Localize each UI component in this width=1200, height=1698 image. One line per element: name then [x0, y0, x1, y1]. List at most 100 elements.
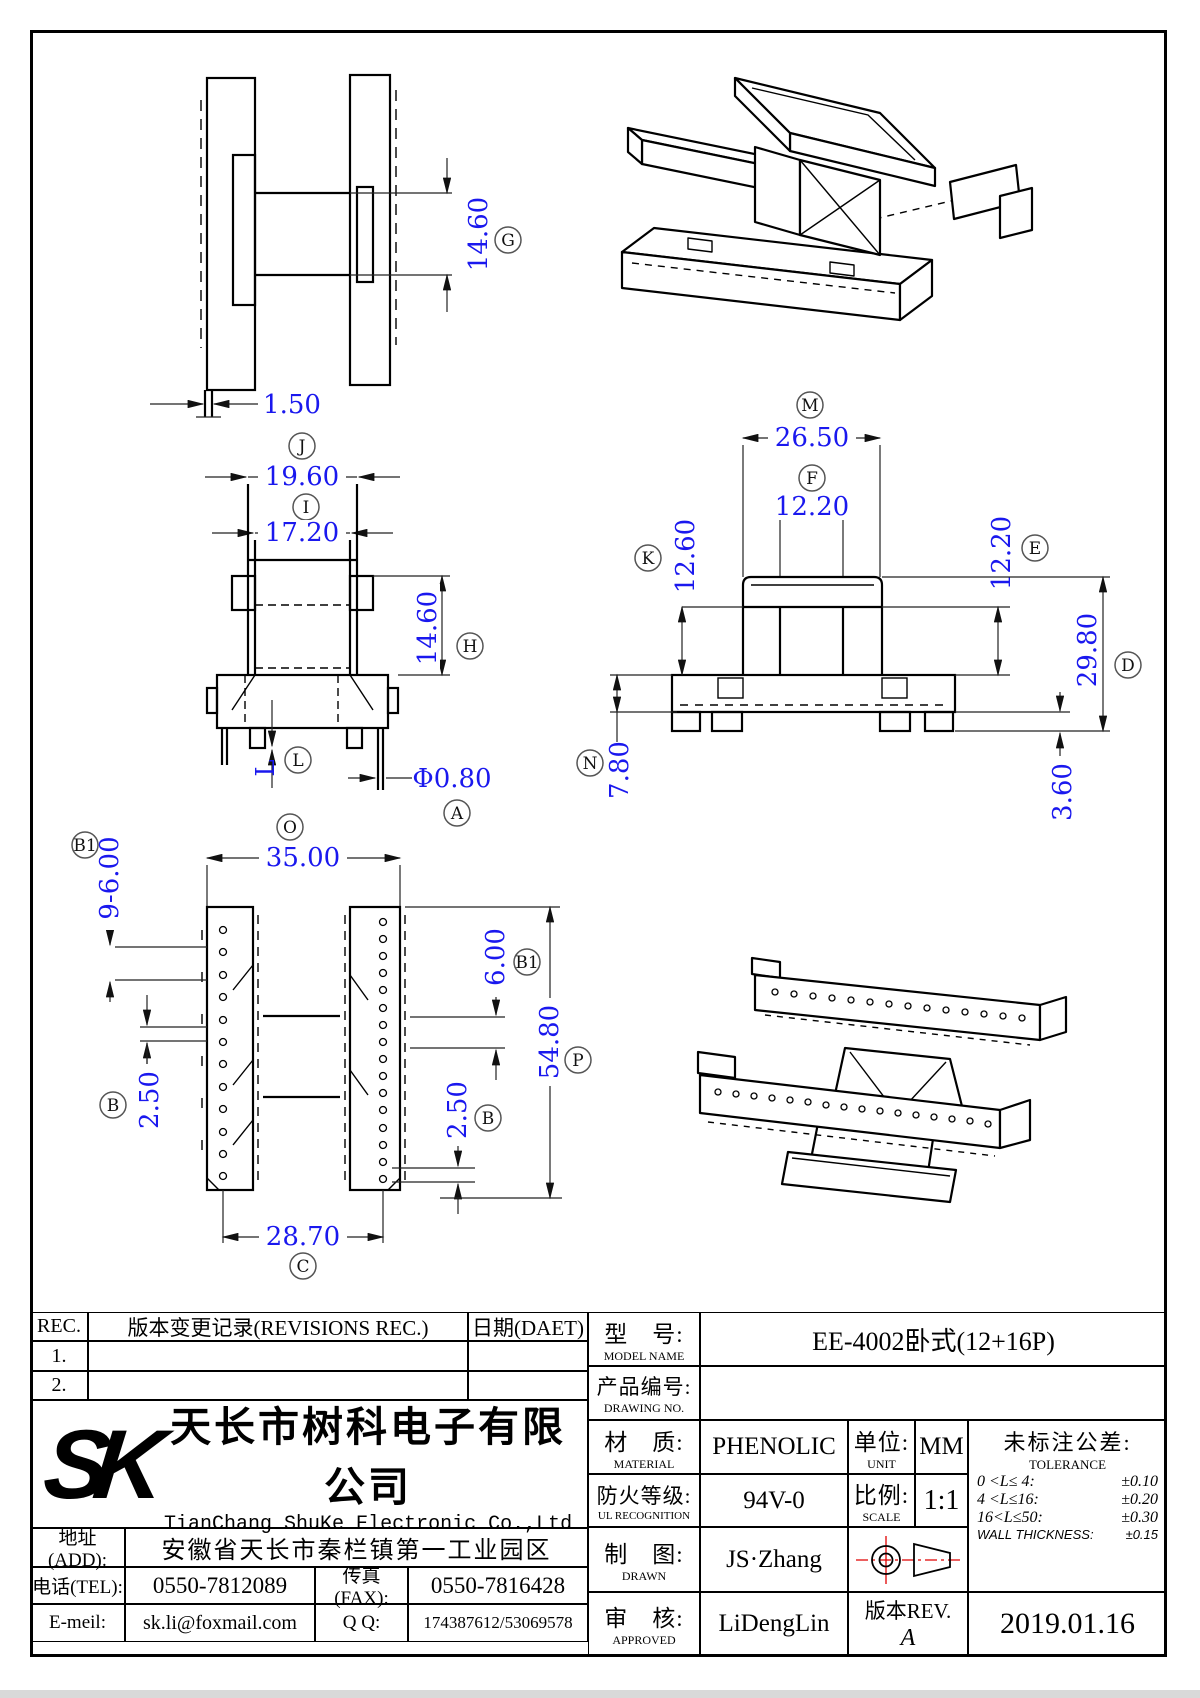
address-label: 地址(ADD): — [30, 1528, 125, 1571]
dim-text: 19.60 — [265, 462, 339, 492]
material-label: 材 质: MATERIAL — [588, 1420, 700, 1474]
front-view-right: M 26.50 F 12.20 — [576, 391, 1142, 828]
model-label: 型 号: MODEL NAME — [588, 1312, 700, 1366]
drawn-label: 制 图: DRAWN — [588, 1527, 700, 1592]
revision-row2-desc[interactable] — [88, 1371, 468, 1400]
dim-text: 7.80 — [605, 741, 635, 799]
drawing-no-value[interactable] — [700, 1366, 1167, 1420]
tel-label: 电话(TEL): — [30, 1567, 125, 1604]
qq-value: 174387612/53069578 — [408, 1604, 588, 1642]
dim-text: Φ0.80 — [412, 764, 491, 794]
unit-label-cn: 单位: — [853, 1429, 910, 1455]
tolerance-title-en: TOLERANCE — [1028, 1457, 1107, 1472]
drawing-no-label-en: DRAWING NO. — [603, 1400, 685, 1415]
dim-total-height: 29.80 D — [882, 575, 1142, 733]
unit-label-en: UNIT — [867, 1456, 896, 1471]
date-value: 2019.01.16 — [968, 1592, 1167, 1655]
dim-text: L — [251, 759, 281, 776]
rev-label: 版本REV. — [864, 1599, 952, 1623]
dim-text: 17.20 — [265, 518, 339, 548]
tol-value: ±0.10 — [1121, 1473, 1158, 1490]
approved-label: 审 核: APPROVED — [588, 1592, 700, 1655]
dim-text: 9-6.00 — [95, 836, 125, 919]
tol-value: ±0.30 — [1121, 1509, 1158, 1526]
dim-foot-height: 3.60 — [955, 692, 1078, 828]
ref-label-B1: B1 — [73, 836, 96, 856]
tol-range: 4 <L≤16: — [977, 1491, 1039, 1508]
dim-text: 2.50 — [135, 1071, 165, 1129]
dim-text: 6.00 — [481, 928, 511, 986]
revision-row1-desc[interactable] — [88, 1341, 468, 1371]
drawing-no-label: 产品编号: DRAWING NO. — [588, 1366, 700, 1420]
pin-holes-3d-near — [714, 1088, 992, 1128]
ref-label-K: K — [642, 549, 655, 569]
projection-symbol — [856, 1535, 962, 1584]
tolerance-box: 未标注公差: TOLERANCE 0 <L≤ 4: ±0.10 4 <L≤16:… — [968, 1420, 1167, 1592]
fax-label: 传真(FAX): — [315, 1566, 408, 1609]
email-label: E-meil: — [30, 1604, 125, 1642]
pin-holes-3d-far — [771, 988, 1026, 1022]
drawn-value: JS·Zhang — [700, 1527, 848, 1592]
rev-value: A — [900, 1625, 916, 1651]
ref-label-D: D — [1121, 656, 1135, 676]
ref-label-J: J — [297, 437, 306, 457]
dim-text: 26.50 — [775, 423, 849, 453]
revision-cell: 版本REV. A — [848, 1592, 968, 1655]
dim-outer-width: 19.60 — [205, 462, 400, 492]
ref-label-P: P — [572, 1051, 583, 1071]
dim-width-35: 35.00 — [205, 843, 402, 907]
tolerance-row-wall: WALL THICKNESS: ±0.15 — [969, 1527, 1166, 1542]
material-label-en: MATERIAL — [613, 1456, 675, 1471]
drawing-no-label-cn: 产品编号: — [596, 1374, 692, 1399]
tol-range: WALL THICKNESS: — [977, 1527, 1094, 1542]
revision-col-desc: 版本变更记录(REVISIONS REC.) — [88, 1312, 468, 1341]
company-name-cn: 天长市树科电子有限公司 — [170, 1403, 567, 1510]
drawn-label-en: DRAWN — [621, 1569, 667, 1583]
tol-value: ±0.20 — [1121, 1491, 1158, 1508]
approved-label-en: APPROVED — [612, 1633, 676, 1647]
revision-row2-date[interactable] — [468, 1371, 588, 1400]
dim-text: 2.50 — [443, 1081, 473, 1139]
pin-holes-left — [218, 925, 228, 1181]
approved-label-cn: 审 核: — [604, 1606, 684, 1631]
dim-row-right: 2.50 B — [392, 1074, 502, 1214]
scale-label-cn: 比例: — [853, 1483, 910, 1508]
revision-row1-date[interactable] — [468, 1341, 588, 1371]
dim-inner-width: 17.20 — [212, 518, 393, 548]
dim-flange-width: 26.50 — [741, 423, 882, 577]
scale-value: 1:1 — [915, 1474, 968, 1527]
approved-value: LiDengLin — [700, 1592, 848, 1655]
dim-left-height: 12.60 K — [634, 519, 743, 677]
ref-label-B1: B1 — [515, 953, 538, 973]
fire-rating-label: 防火等级: UL RECOGNITION — [588, 1474, 700, 1527]
projection-symbol-cell — [848, 1527, 968, 1592]
revision-row1-num: 1. — [30, 1341, 88, 1371]
tol-range: 0 <L≤ 4: — [977, 1473, 1035, 1490]
scale-label-en: SCALE — [862, 1510, 901, 1524]
top-view: O 35.00 — [71, 813, 592, 1280]
sheet-border-frame — [30, 30, 1167, 1657]
isometric-view-top — [620, 76, 1034, 322]
ref-label-H: H — [463, 637, 478, 657]
ref-label-I: I — [303, 498, 310, 518]
dim-text: 12.60 — [671, 519, 701, 593]
tolerance-row: 0 <L≤ 4: ±0.10 — [969, 1473, 1166, 1491]
dim-text: 54.80 — [535, 1005, 565, 1079]
dim-text: 12.20 — [775, 492, 849, 522]
ref-label-G: G — [501, 231, 515, 251]
ref-label-B: B — [107, 1096, 120, 1116]
isometric-view-bottom — [696, 956, 1068, 1204]
dim-front-height: 14.60 H — [373, 574, 484, 677]
dim-text: 1.50 — [263, 390, 321, 420]
tol-value: ±0.15 — [1125, 1527, 1158, 1542]
revision-row2-num: 2. — [30, 1371, 88, 1400]
dim-text: 3.60 — [1048, 763, 1078, 821]
drawn-label-cn: 制 图: — [604, 1542, 684, 1567]
scale-label: 比例: SCALE — [848, 1474, 915, 1527]
dim-text: 12.20 — [987, 516, 1017, 590]
ref-label-N: N — [583, 754, 598, 774]
revision-col-rec: REC. — [30, 1312, 88, 1341]
dim-text: 29.80 — [1073, 613, 1103, 687]
dim-side-height: 14.60 G — [442, 158, 522, 312]
